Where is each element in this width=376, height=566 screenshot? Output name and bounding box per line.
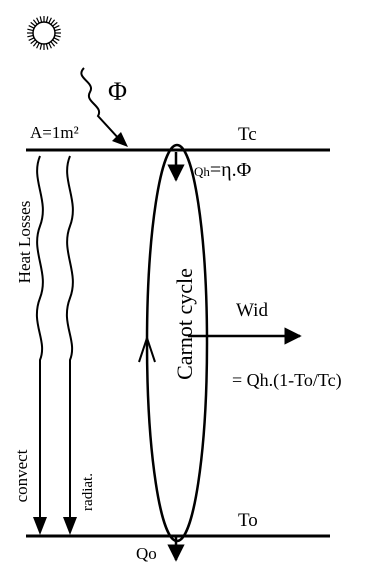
radiat-label: radiat.: [80, 473, 96, 511]
hot-reservoir-label: Tc: [238, 124, 257, 145]
work-label: Wid: [236, 300, 268, 321]
radiation-arrowhead: [112, 132, 128, 147]
sun-ray: [30, 21, 36, 27]
sun-ray: [39, 43, 43, 50]
convection-loss-line: [35, 155, 44, 528]
sun-ray: [32, 19, 38, 25]
area-label: A=1m²: [30, 123, 79, 142]
cycle-direction-arrow: [138, 334, 156, 363]
sun-ray: [28, 25, 35, 29]
sun-ray: [54, 34, 61, 38]
heat-in-rest: =η.Φ: [210, 159, 252, 181]
sun-ray: [32, 41, 38, 47]
convection-arrowhead: [33, 517, 47, 535]
sun-ray: [27, 28, 34, 32]
sun-ray: [53, 25, 60, 29]
radiation-arrow: [80, 67, 121, 141]
sun-ray: [48, 17, 52, 24]
sun-ray: [39, 16, 43, 23]
sun-ray: [50, 41, 56, 47]
cycle-label: Carnot cycle: [172, 268, 197, 380]
cold-reservoir-label: To: [238, 510, 258, 531]
sun-ray: [45, 16, 49, 23]
work-formula: = Qh.(1-To/Tc): [232, 370, 342, 391]
sun-ray: [52, 39, 58, 45]
sun-ray: [45, 43, 49, 50]
heat-out-label: Qo: [136, 544, 157, 563]
flux-symbol: Φ: [108, 77, 127, 106]
heat-in-label: Qh=η.Φ: [194, 159, 252, 181]
sun-ray: [36, 17, 40, 24]
radiation-loss-line: [65, 155, 74, 528]
sun-ray: [27, 34, 34, 38]
sun-ray: [36, 42, 40, 49]
sun-ray: [30, 39, 36, 45]
heat-in-prefix: Qh: [194, 164, 210, 179]
sun-ray: [54, 28, 61, 32]
heat-losses-label: Heat Losses: [15, 201, 34, 284]
sun-ray: [52, 21, 58, 27]
sun-ray: [50, 19, 56, 25]
radiation-loss-arrowhead: [63, 517, 77, 535]
sun-ray: [28, 37, 35, 41]
sun-ray: [48, 42, 52, 49]
sun-icon: [27, 16, 61, 50]
sun-ray: [53, 37, 60, 41]
convect-label: convect: [12, 449, 31, 502]
